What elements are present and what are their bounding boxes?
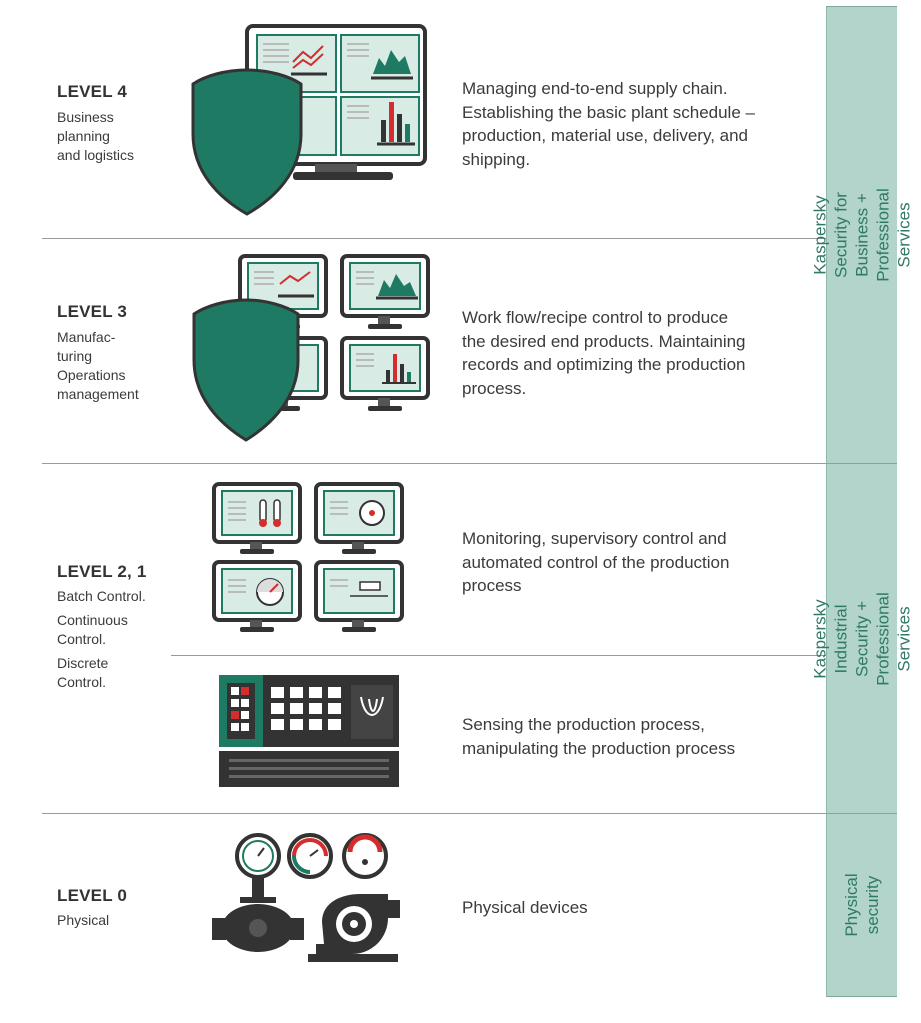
level0-title: LEVEL 0 — [57, 886, 128, 905]
band-physical-security-label: Physical security — [842, 873, 882, 937]
divider-level1-level0 — [42, 813, 826, 814]
level3-title: LEVEL 3 — [57, 302, 128, 321]
band-industrial-security: Kaspersky Industrial Security + Professi… — [811, 463, 914, 814]
level0-description: Physical devices — [462, 898, 588, 917]
level3-description: Work flow/recipe control to produce the … — [462, 308, 746, 398]
divider-level2-sublevel — [171, 655, 826, 656]
four-monitors-with-shield-icon — [192, 254, 430, 442]
level2-batch-control: Batch Control. — [57, 588, 146, 604]
level3-subtitle: Manufac- turing Operations management — [57, 329, 139, 402]
level1-description-bottom: Sensing the production process, manipula… — [462, 715, 736, 758]
band-business-security: Kaspersky Security for Business + Profes… — [811, 6, 914, 464]
level0-subtitle: Physical — [57, 912, 110, 928]
control-panel-icon — [219, 675, 399, 787]
level2-discrete-control: Discrete Control. — [57, 655, 109, 690]
level4-subtitle: Business planning and logistics — [57, 109, 135, 163]
monitor-with-shield-icon — [191, 24, 427, 216]
divider-level4-level3 — [42, 238, 826, 239]
divider-level3-level2 — [42, 463, 826, 464]
level4-title: LEVEL 4 — [57, 82, 128, 101]
band-business-security-label: Kaspersky Security for Business + Profes… — [810, 188, 914, 282]
level2-title: LEVEL 2, 1 — [57, 562, 147, 581]
level2-continuous-control: Continuous Control. — [57, 612, 128, 647]
level2-description-top: Monitoring, supervisory control and auto… — [462, 529, 730, 595]
hmi-monitors-icon — [212, 482, 404, 632]
level4-description: Managing end-to-end supply chain. Establ… — [462, 79, 755, 169]
band-industrial-security-label: Kaspersky Industrial Security + Professi… — [810, 591, 914, 686]
band-physical-security: Physical security — [826, 813, 897, 997]
valve-pump-gauges-icon — [212, 833, 400, 962]
